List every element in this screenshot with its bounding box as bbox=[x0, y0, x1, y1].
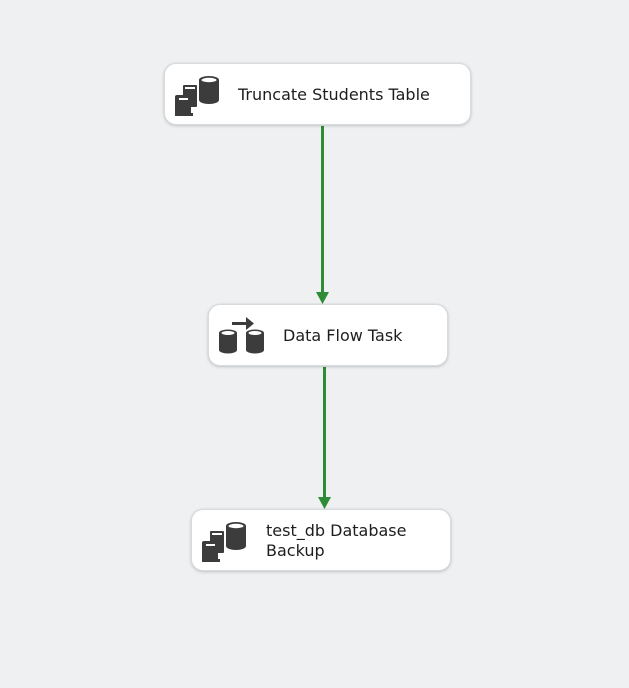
task-label: Truncate Students Table bbox=[238, 85, 430, 104]
task-label: Data Flow Task bbox=[283, 326, 403, 345]
execute-sql-task-icon bbox=[175, 76, 219, 116]
execute-sql-task-icon bbox=[202, 522, 246, 562]
task-test-db-database-backup[interactable]: test_db Database Backup bbox=[191, 509, 451, 571]
task-label: test_db Database Backup bbox=[266, 521, 407, 560]
precedence-constraint-1[interactable] bbox=[316, 126, 329, 304]
data-flow-task-icon bbox=[219, 317, 264, 354]
task-truncate-students-table[interactable]: Truncate Students Table bbox=[164, 63, 471, 125]
precedence-constraint-2[interactable] bbox=[318, 367, 331, 509]
task-data-flow[interactable]: Data Flow Task bbox=[208, 304, 448, 366]
